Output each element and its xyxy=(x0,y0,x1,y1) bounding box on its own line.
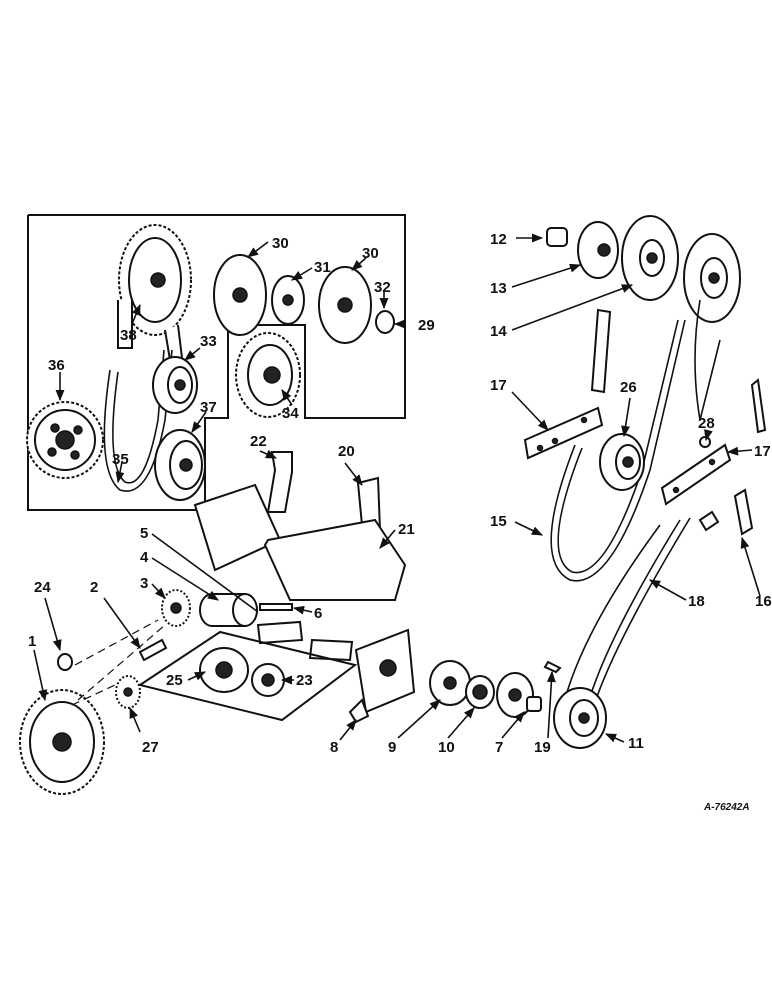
callout-38: 38 xyxy=(120,327,137,344)
pulley-13 xyxy=(577,221,619,279)
plate-17-right xyxy=(660,443,732,506)
bearing-24 xyxy=(199,647,249,693)
callout-30-a: 30 xyxy=(272,235,289,252)
callout-7: 7 xyxy=(495,739,503,756)
drawing-reference: A-76242A xyxy=(703,802,750,813)
shield-21 xyxy=(193,483,407,601)
inset-pulley-33 xyxy=(152,356,198,414)
callout-26: 27 xyxy=(142,739,159,756)
chain-link-2 xyxy=(138,638,168,662)
shaft-5 xyxy=(256,620,354,662)
callout-34: 34 xyxy=(282,405,299,422)
callout-24: 25 xyxy=(166,672,183,689)
flange-7 xyxy=(496,672,534,718)
sprocket-1 xyxy=(19,689,105,795)
callout-36: 36 xyxy=(48,357,65,374)
inset-driven-sprocket-38 xyxy=(117,224,192,362)
flange-9 xyxy=(429,660,471,706)
callout-6: 6 xyxy=(314,605,322,622)
clip-16 xyxy=(698,488,754,536)
callout-15: 15 xyxy=(490,513,507,530)
bushing-25 xyxy=(57,653,73,671)
callout-35: 35 xyxy=(112,451,129,468)
bushing-19 xyxy=(526,660,562,712)
inset-large-sprocket xyxy=(26,401,104,479)
belt-right-arm xyxy=(694,299,767,434)
idler-27 xyxy=(599,433,645,491)
callout-37: 37 xyxy=(200,399,217,416)
pulley-14 xyxy=(621,215,679,301)
callout-32: 32 xyxy=(374,279,391,296)
hub-4 xyxy=(199,593,258,627)
plate-17-left xyxy=(523,406,604,460)
callout-17-a: 17 xyxy=(490,377,507,394)
callout-12: 12 xyxy=(490,231,507,248)
pulley-11 xyxy=(553,687,607,749)
callout-27: 26 xyxy=(620,379,637,396)
callout-19: 19 xyxy=(534,739,551,756)
sprocket-3 xyxy=(161,589,191,627)
callout-22: 22 xyxy=(250,433,267,450)
callout-14: 14 xyxy=(490,323,507,340)
bearing-23 xyxy=(251,663,285,697)
callout-21: 21 xyxy=(398,521,415,538)
callout-5: 5 xyxy=(140,525,148,542)
belt-15 xyxy=(550,308,686,582)
callout-3: 3 xyxy=(140,575,148,592)
callout-2: 2 xyxy=(90,579,98,596)
sprocket-26 xyxy=(115,675,141,709)
callout-30-b: 30 xyxy=(362,245,379,262)
callout-31: 31 xyxy=(314,259,331,276)
callout-labels: 30 31 30 32 29 38 33 36 37 34 35 12 13 1… xyxy=(28,231,772,756)
callout-20: 20 xyxy=(338,443,355,460)
inset-disc-30-b xyxy=(318,266,372,344)
callout-29: 29 xyxy=(418,317,435,334)
callout-8: 8 xyxy=(330,739,338,756)
callout-10: 10 xyxy=(438,739,455,756)
callout-17-b: 17 xyxy=(754,443,771,460)
callout-33: 33 xyxy=(200,333,217,350)
nut-28 xyxy=(699,436,711,448)
inset-pulley-37 xyxy=(154,429,206,501)
bearing-10 xyxy=(465,675,495,709)
inset-washer-31 xyxy=(271,275,305,325)
callout-9: 9 xyxy=(388,739,396,756)
callout-16: 16 xyxy=(755,593,772,610)
chain-dashed-guides xyxy=(71,619,166,706)
callout-4: 4 xyxy=(140,549,149,566)
bracket-22 xyxy=(266,451,293,513)
key-6 xyxy=(259,603,293,611)
callout-11: 11 xyxy=(628,735,644,752)
leader-lines xyxy=(33,233,761,743)
callout-18: 18 xyxy=(688,593,705,610)
inset-disc-30-a xyxy=(213,254,267,336)
callout-1: 1 xyxy=(28,633,36,650)
bracket-plate-8 xyxy=(348,628,416,724)
inset-bushing-32 xyxy=(375,310,395,334)
callout-28: 28 xyxy=(698,415,715,432)
callout-23: 23 xyxy=(296,672,313,689)
bushing-12 xyxy=(546,227,568,247)
callout-25: 24 xyxy=(34,579,51,596)
callout-13: 13 xyxy=(490,280,507,297)
bearing-inset-box xyxy=(137,630,358,722)
pulley-large-right xyxy=(683,233,741,323)
